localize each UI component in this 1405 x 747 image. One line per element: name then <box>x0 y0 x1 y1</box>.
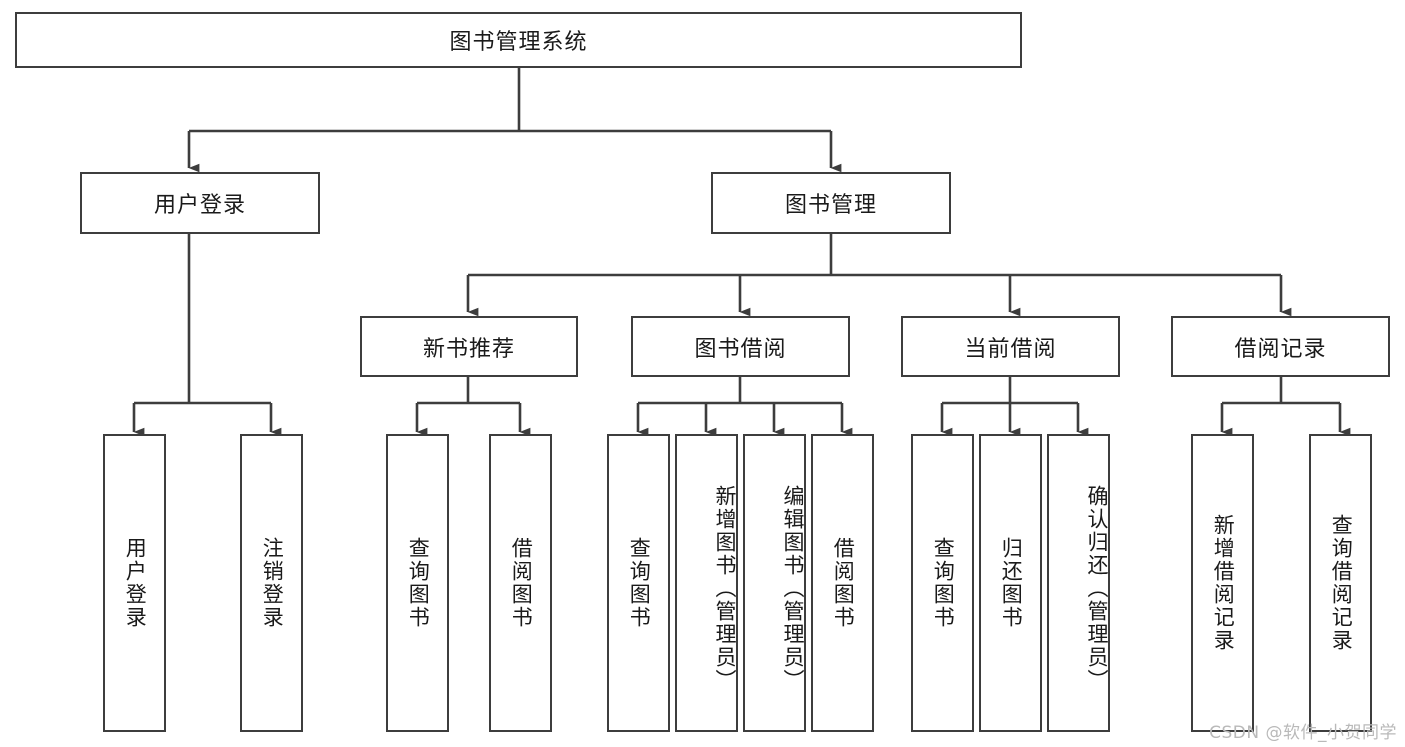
node-label: 借阅图书 <box>509 537 534 629</box>
node-book-borrow[interactable]: 图书借阅 <box>631 316 850 377</box>
node-label: 注销登录 <box>260 537 285 629</box>
node-label: 新增图书（管理员） <box>713 484 737 692</box>
node-leaf-confirm-return-admin[interactable]: 确认归还（管理员） <box>1047 434 1110 732</box>
node-leaf-query-book-2[interactable]: 查询图书 <box>607 434 670 732</box>
node-label: 图书管理 <box>784 193 877 218</box>
node-label: 借阅图书 <box>831 537 856 629</box>
node-book-management[interactable]: 图书管理 <box>711 172 951 234</box>
node-leaf-borrow-book-2[interactable]: 借阅图书 <box>811 434 874 732</box>
node-leaf-query-borrow-record[interactable]: 查询借阅记录 <box>1309 434 1372 732</box>
node-leaf-query-book-1[interactable]: 查询图书 <box>386 434 449 732</box>
node-label: 当前借阅 <box>964 336 1057 362</box>
node-label: 新增借阅记录 <box>1211 514 1236 652</box>
node-leaf-user-login[interactable]: 用户登录 <box>103 434 166 732</box>
node-label: 借阅记录 <box>1234 336 1327 362</box>
node-current-borrow[interactable]: 当前借阅 <box>901 316 1120 377</box>
node-new-book-recommend[interactable]: 新书推荐 <box>360 316 578 377</box>
node-label: 图书管理系统 <box>449 30 588 55</box>
node-label: 编辑图书（管理员） <box>781 484 805 692</box>
node-label: 用户登录 <box>123 537 148 629</box>
node-label: 查询借阅记录 <box>1329 514 1354 652</box>
node-label: 确认归还（管理员） <box>1085 484 1109 692</box>
node-label: 新书推荐 <box>422 336 515 362</box>
node-leaf-add-book-admin[interactable]: 新增图书（管理员） <box>675 434 738 732</box>
node-borrow-record[interactable]: 借阅记录 <box>1171 316 1390 377</box>
node-leaf-borrow-book-1[interactable]: 借阅图书 <box>489 434 552 732</box>
node-label: 查询图书 <box>627 537 652 629</box>
node-leaf-return-book[interactable]: 归还图书 <box>979 434 1042 732</box>
node-leaf-query-book-3[interactable]: 查询图书 <box>911 434 974 732</box>
node-leaf-logout-login[interactable]: 注销登录 <box>240 434 303 732</box>
node-leaf-edit-book-admin[interactable]: 编辑图书（管理员） <box>743 434 806 732</box>
node-label: 归还图书 <box>999 537 1024 629</box>
node-label: 查询图书 <box>931 537 956 629</box>
node-label: 查询图书 <box>406 537 431 629</box>
node-book-management-system[interactable]: 图书管理系统 <box>15 12 1022 68</box>
node-leaf-add-borrow-record[interactable]: 新增借阅记录 <box>1191 434 1254 732</box>
watermark: CSDN @软件_小贺同学 <box>1209 723 1397 743</box>
node-label: 用户登录 <box>153 193 246 218</box>
node-user-login[interactable]: 用户登录 <box>80 172 320 234</box>
node-label: 图书借阅 <box>694 336 787 362</box>
